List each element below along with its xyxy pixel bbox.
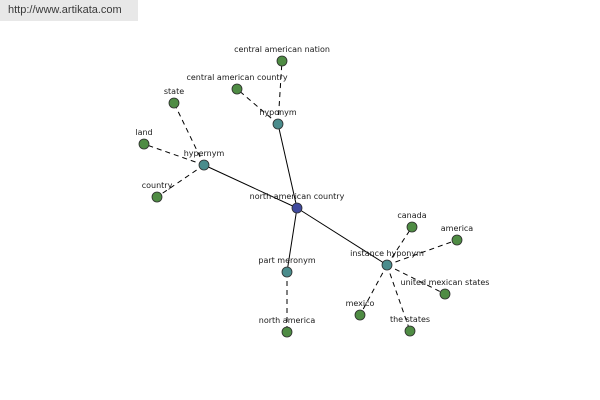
center-node[interactable] xyxy=(291,202,303,214)
word-node-the-states[interactable] xyxy=(404,325,416,337)
relation-label-instance-hyponym: instance hyponym xyxy=(350,249,424,258)
word-node-state[interactable] xyxy=(168,97,180,109)
word-node-mexico[interactable] xyxy=(354,309,366,321)
relation-label-hypernym: hypernym xyxy=(184,149,225,158)
edge-center-hypernym xyxy=(203,164,298,209)
edge-center-part-meronym xyxy=(286,207,298,273)
word-label-land: land xyxy=(135,128,152,137)
edge-instance-hyponym-the-states xyxy=(386,264,411,332)
relation-node-instance-hyponym[interactable] xyxy=(381,259,393,271)
word-label-america: america xyxy=(441,224,474,233)
word-node-central-american-country[interactable] xyxy=(231,83,243,95)
edge-instance-hyponym-united-mexican-states xyxy=(386,264,446,295)
word-label-state: state xyxy=(164,87,184,96)
word-node-north-america[interactable] xyxy=(281,326,293,338)
edge-hypernym-land xyxy=(143,143,205,166)
relation-label-part-meronym: part meronym xyxy=(258,256,315,265)
edge-instance-hyponym-canada xyxy=(386,226,413,266)
word-node-land[interactable] xyxy=(138,138,150,150)
source-banner: http://www.artikata.com xyxy=(0,0,138,21)
word-label-central-american-country: central american country xyxy=(186,73,287,82)
center-label: north american country xyxy=(250,192,345,201)
word-label-north-america: north america xyxy=(259,316,316,325)
word-node-canada[interactable] xyxy=(406,221,418,233)
word-label-canada: canada xyxy=(397,211,426,220)
graph-labels: central american nation central american … xyxy=(135,45,489,325)
edge-instance-hyponym-mexico xyxy=(359,264,388,316)
graph-edges xyxy=(143,60,458,332)
word-node-country[interactable] xyxy=(151,191,163,203)
edge-instance-hyponym-america xyxy=(386,239,458,266)
word-label-mexico: mexico xyxy=(346,299,375,308)
word-node-central-american-nation[interactable] xyxy=(276,55,288,67)
edge-hyponym-central-american-nation xyxy=(277,60,283,125)
edge-center-instance-hyponym xyxy=(296,207,388,266)
word-label-united-mexican-states: united mexican states xyxy=(401,278,490,287)
word-label-the-states: the states xyxy=(390,315,430,324)
edge-hypernym-state xyxy=(173,102,205,166)
relation-label-hyponym: hyponym xyxy=(259,108,297,117)
word-node-america[interactable] xyxy=(451,234,463,246)
word-label-country: country xyxy=(142,181,173,190)
edge-hypernym-country xyxy=(156,164,205,198)
graph-nodes xyxy=(138,55,463,338)
relation-node-hypernym[interactable] xyxy=(198,159,210,171)
word-label-central-american-nation: central american nation xyxy=(234,45,330,54)
edge-hyponym-central-american-country xyxy=(236,88,279,125)
word-node-united-mexican-states[interactable] xyxy=(439,288,451,300)
source-link[interactable]: http://www.artikata.com xyxy=(8,4,122,16)
relation-node-part-meronym[interactable] xyxy=(281,266,293,278)
edge-center-hyponym xyxy=(277,123,298,209)
relation-node-hyponym[interactable] xyxy=(272,118,284,130)
